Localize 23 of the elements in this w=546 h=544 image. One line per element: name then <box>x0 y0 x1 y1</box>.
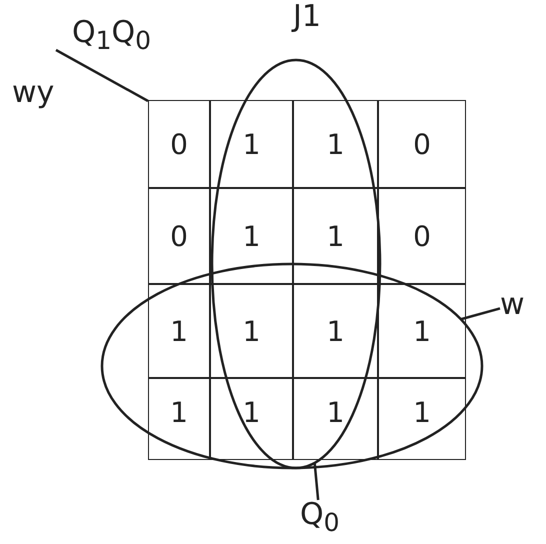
map-title: J1 <box>293 2 321 32</box>
map-cell: 0 <box>378 100 466 188</box>
map-cell: 1 <box>210 378 293 460</box>
map-cell: 1 <box>293 378 378 460</box>
row-variables: wy <box>12 78 54 108</box>
map-cell: 1 <box>293 100 378 188</box>
map-cell: 1 <box>293 284 378 378</box>
map-cell: 1 <box>210 284 293 378</box>
map-cell: 0 <box>148 100 210 188</box>
map-cell: 1 <box>293 188 378 284</box>
map-cell: 1 <box>378 284 466 378</box>
map-cell: 0 <box>378 188 466 284</box>
grouping-loop <box>100 262 484 470</box>
map-cell: 1 <box>148 378 210 460</box>
loop-label: w <box>500 290 525 320</box>
map-cell: 1 <box>210 100 293 188</box>
map-cell: 1 <box>148 284 210 378</box>
map-cell: 1 <box>210 188 293 284</box>
loop-label: Q$_{0}$ <box>300 500 340 535</box>
map-cell: 1 <box>378 378 466 460</box>
column-variables: Q$_{1}$Q$_{0}$ <box>72 18 152 53</box>
map-cell: 0 <box>148 188 210 284</box>
leader-line <box>313 462 320 500</box>
